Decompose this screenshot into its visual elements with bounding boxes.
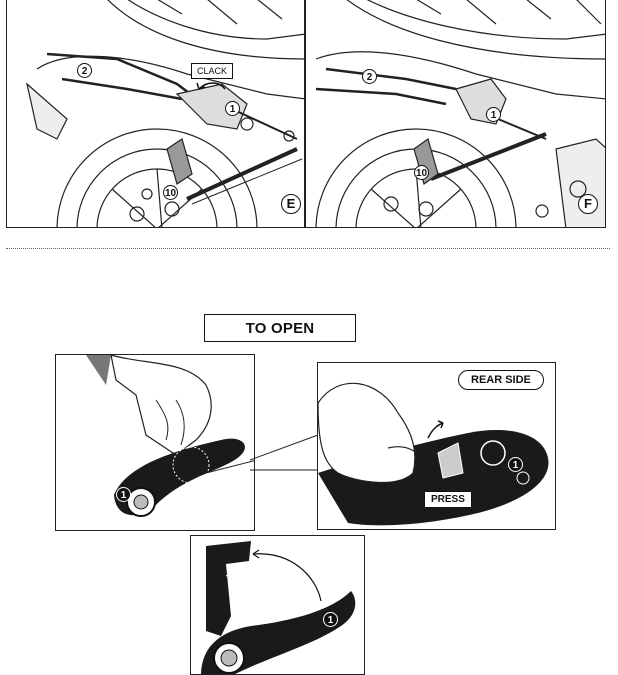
motorcycle-rack-illustration-e [26,0,304,227]
callout-10: 10 [414,165,429,180]
zoom-connector-lines [250,434,319,471]
callout-1: 1 [508,457,523,472]
callout-2: 2 [362,69,377,84]
motorcycle-rack-illustration-f [315,0,605,227]
hand-press-illustration-right [318,382,549,526]
hand-panel-left: 1 [55,354,255,531]
callout-1: 1 [323,612,338,627]
lever-open-panel: 1 [190,535,365,675]
illustration-panel-f: 2 1 10 F [305,0,606,228]
panel-letter-f: F [578,194,598,214]
hand-panel-right: REAR SIDE PRESS 1 [317,362,556,530]
hand-unlock-illustration-left [86,355,254,517]
dotted-divider [6,248,610,249]
callout-10: 10 [163,185,178,200]
clack-label: CLACK [191,63,234,79]
panel-letter-e: E [281,194,301,214]
rear-side-label: REAR SIDE [458,370,544,390]
press-label: PRESS [424,491,472,508]
callout-1: 1 [486,107,501,122]
callout-2: 2 [77,63,92,78]
lever-open-illustration [201,541,356,674]
illustration-panel-e: CLACK 2 1 10 E [6,0,305,228]
callout-1: 1 [225,101,240,116]
section-title: TO OPEN [204,314,356,342]
callout-1: 1 [116,487,131,502]
